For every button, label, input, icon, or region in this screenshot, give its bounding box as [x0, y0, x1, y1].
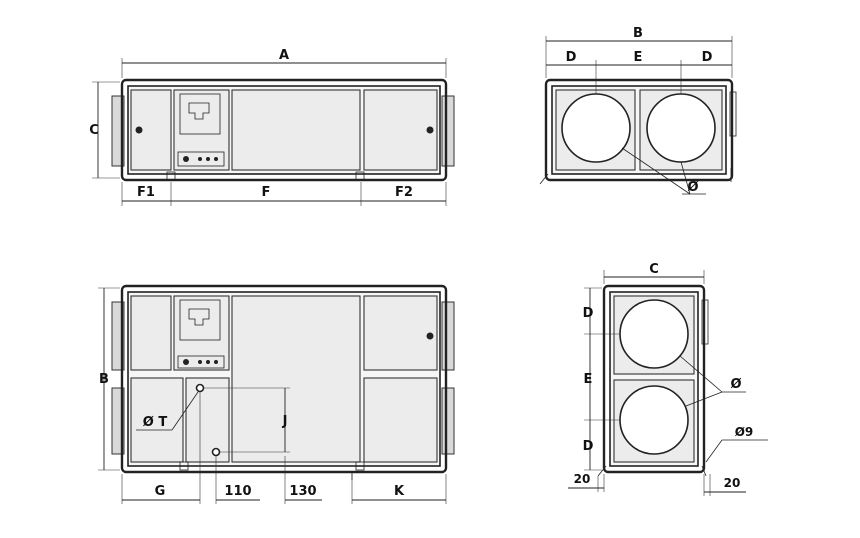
dim-label-K: K: [394, 484, 405, 499]
dim-label-20-left: 20: [574, 472, 591, 486]
dim-label-A: A: [279, 48, 289, 63]
panel-upper-left: [130, 295, 172, 371]
dim-label-B: B: [633, 26, 643, 41]
connector-icon: [198, 360, 202, 364]
dim-label-110: 110: [224, 484, 251, 499]
panel-lower-left: [130, 377, 184, 463]
connector-icon: [183, 359, 189, 365]
dim-label-130: 130: [289, 484, 316, 499]
duct-stub-upper-right: [441, 301, 455, 371]
dim-label-diameter: Ø: [687, 180, 698, 195]
panel-center: [231, 89, 361, 171]
duct-circle-right: [646, 93, 716, 163]
drain-port-upper: [195, 383, 205, 393]
panel-knob-icon: [426, 126, 434, 134]
drain-port-lower: [211, 447, 221, 457]
panel-control-bottom: [173, 295, 230, 371]
connector-icon: [206, 360, 210, 364]
connector-icon: [214, 157, 218, 161]
dim-label-D-top: D: [583, 306, 594, 321]
right-duct-stub: [441, 95, 455, 167]
dim-label-G: G: [155, 484, 166, 499]
side-view-bottom: C D E D Ø Ø9 20 20: [568, 262, 768, 496]
dim-label-D-bottom: D: [583, 439, 594, 454]
dim-label-B-vertical: B: [99, 372, 109, 387]
dim-label-D-right: D: [702, 50, 713, 65]
connector-icon: [183, 156, 189, 162]
dim-label-D-left: D: [566, 50, 577, 65]
side-outer-frame-bottom: [602, 284, 706, 474]
side-fitting: [729, 91, 737, 137]
controller-logo-icon: [188, 308, 210, 326]
panel-lower-mid: [185, 377, 230, 463]
duct-circle-upper: [619, 299, 689, 369]
panel-right: [363, 89, 438, 171]
controller-box-bottom: [179, 299, 221, 341]
side-view-top: B D E D Ø: [539, 26, 737, 195]
dim-label-F1: F1: [137, 185, 155, 200]
front-view-bottom: B J Ø T G 110 130 K: [98, 284, 455, 504]
duct-stub-lower-right: [441, 387, 455, 455]
foot: [179, 461, 189, 471]
duct-circle-left: [561, 93, 631, 163]
panel-knob-icon: [135, 126, 143, 134]
foot: [166, 171, 176, 181]
connector-icon: [198, 157, 202, 161]
unit-outer-frame: [120, 78, 448, 182]
panel-center-bottom: [231, 295, 361, 463]
dim-label-F2: F2: [395, 185, 413, 200]
controller-logo-icon: [188, 102, 210, 120]
connector-icon: [214, 360, 218, 364]
controller-box: [179, 93, 221, 135]
foot: [355, 461, 365, 471]
panel-upper-right: [363, 295, 438, 371]
dim-label-diameter-9: Ø9: [735, 425, 754, 439]
duct-circle-lower: [619, 385, 689, 455]
side-outer-frame: [544, 78, 734, 182]
unit-outer-frame-bottom: [120, 284, 448, 474]
dim-label-E: E: [634, 50, 643, 65]
foot: [355, 171, 365, 181]
dim-label-C-side: C: [649, 262, 659, 277]
front-view-top: A C F1 F F2: [89, 48, 455, 206]
dim-label-C: C: [89, 123, 99, 138]
dim-label-20-right: 20: [724, 476, 741, 490]
dim-label-diameter-T: Ø T: [143, 415, 168, 430]
panel-knob-icon: [426, 332, 434, 340]
dim-label-diameter-side: Ø: [730, 377, 741, 392]
dim-label-E-vertical: E: [584, 372, 593, 387]
dim-label-F: F: [262, 185, 271, 200]
connector-icon: [206, 157, 210, 161]
connector-strip-bottom: [177, 355, 225, 369]
panel-lower-right: [363, 377, 438, 463]
dim-label-J: J: [282, 414, 288, 429]
connector-strip: [177, 151, 225, 167]
side-fitting-bottom: [701, 299, 709, 345]
